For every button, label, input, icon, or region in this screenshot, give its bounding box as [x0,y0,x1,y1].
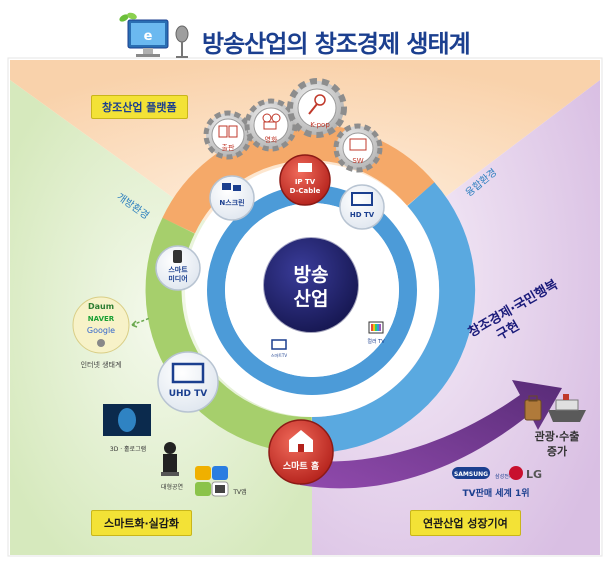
concert-image [161,442,179,476]
tourism-line2: 증가 [547,444,567,458]
samsung-text: SAMSUNG [454,471,488,478]
node-n-screen: N스크린 [209,175,255,221]
center-line2: 산업 [294,288,329,310]
smart-home-label: 스마트 홈 [283,460,319,472]
gear-label-kpop: K-pop [310,121,330,129]
link-arrow [131,317,151,326]
color-tv-small-label: 컬러 TV [367,338,385,345]
iptv-label-1: IP TV [295,178,316,186]
lg-logo-icon [509,466,523,480]
gear-sw [333,123,383,173]
smart-realism-badge: 스마트화·실감화 [91,510,193,536]
leaf-icon [119,12,137,22]
tv-app-caption: TV앱 [232,488,246,496]
ring-right-blue [311,182,476,453]
gear-kpop [287,78,347,138]
svg-text:e: e [144,29,153,44]
hologram-caption: 3D · 홀로그램 [110,445,146,453]
internet-logos: Daum NAVER Google 인터넷 생태계 [72,296,130,369]
ring-top-orange [162,124,435,234]
brands-caption: TV판매 세계 1위 [462,487,529,499]
node-smart-media: 스마트 미디어 [155,245,201,291]
n-screen-label: N스크린 [219,198,244,207]
luggage-icon [524,395,542,421]
hdtv-label: HD TV [350,211,375,219]
gear-label-sw: SW [352,157,363,165]
related-industry-badge: 연관산업 성장기여 [410,510,521,536]
samsung-logo [452,467,490,479]
gear-label-publishing: 출판 [222,143,235,152]
microphone-icon [175,25,189,58]
growth-arrow [300,380,562,489]
page-title: 방송산업의 창조경제 생태계 [202,30,471,58]
lg-text: LG [526,468,542,481]
node-smart-home: 스마트 홈 [268,419,334,485]
iptv-label-2: D-Cable [290,187,321,195]
apple-icon [97,339,105,347]
monitor-icon: e [127,19,169,57]
node-iptv: IP TV D-Cable [279,154,331,206]
concert-caption: 대형공연 [161,483,183,491]
smart-media-label-1: 스마트 [168,265,188,274]
naver-logo: NAVER [88,315,115,323]
internet-caption: 인터넷 생태계 [81,360,122,369]
smart-media-label-2: 미디어 [168,274,187,283]
hologram-image [103,404,151,436]
node-hdtv: HD TV [339,184,385,230]
center-line1: 방송 [294,264,329,286]
uhdtv-label: UHD TV [169,389,208,399]
google-logo: Google [87,326,115,335]
gear-label-movie: 영화 [265,135,278,144]
gear-movie [244,98,298,152]
tourism-line1: 관광·수출 [535,429,580,443]
node-uhdtv: UHD TV [157,351,219,413]
small-color-tv: 컬러 TV [367,321,385,345]
small-smart-tv: 스마트TV [271,339,287,358]
smart-tv-small-label: 스마트TV [271,352,287,358]
platform-badge: 창조산업 플랫폼 [91,95,188,119]
daum-logo: Daum [88,302,114,311]
ship-icon [548,394,586,422]
samsung-sub: 삼성전자 [495,473,514,480]
tv-app-icons [195,466,229,497]
center-broadcasting [263,237,359,333]
